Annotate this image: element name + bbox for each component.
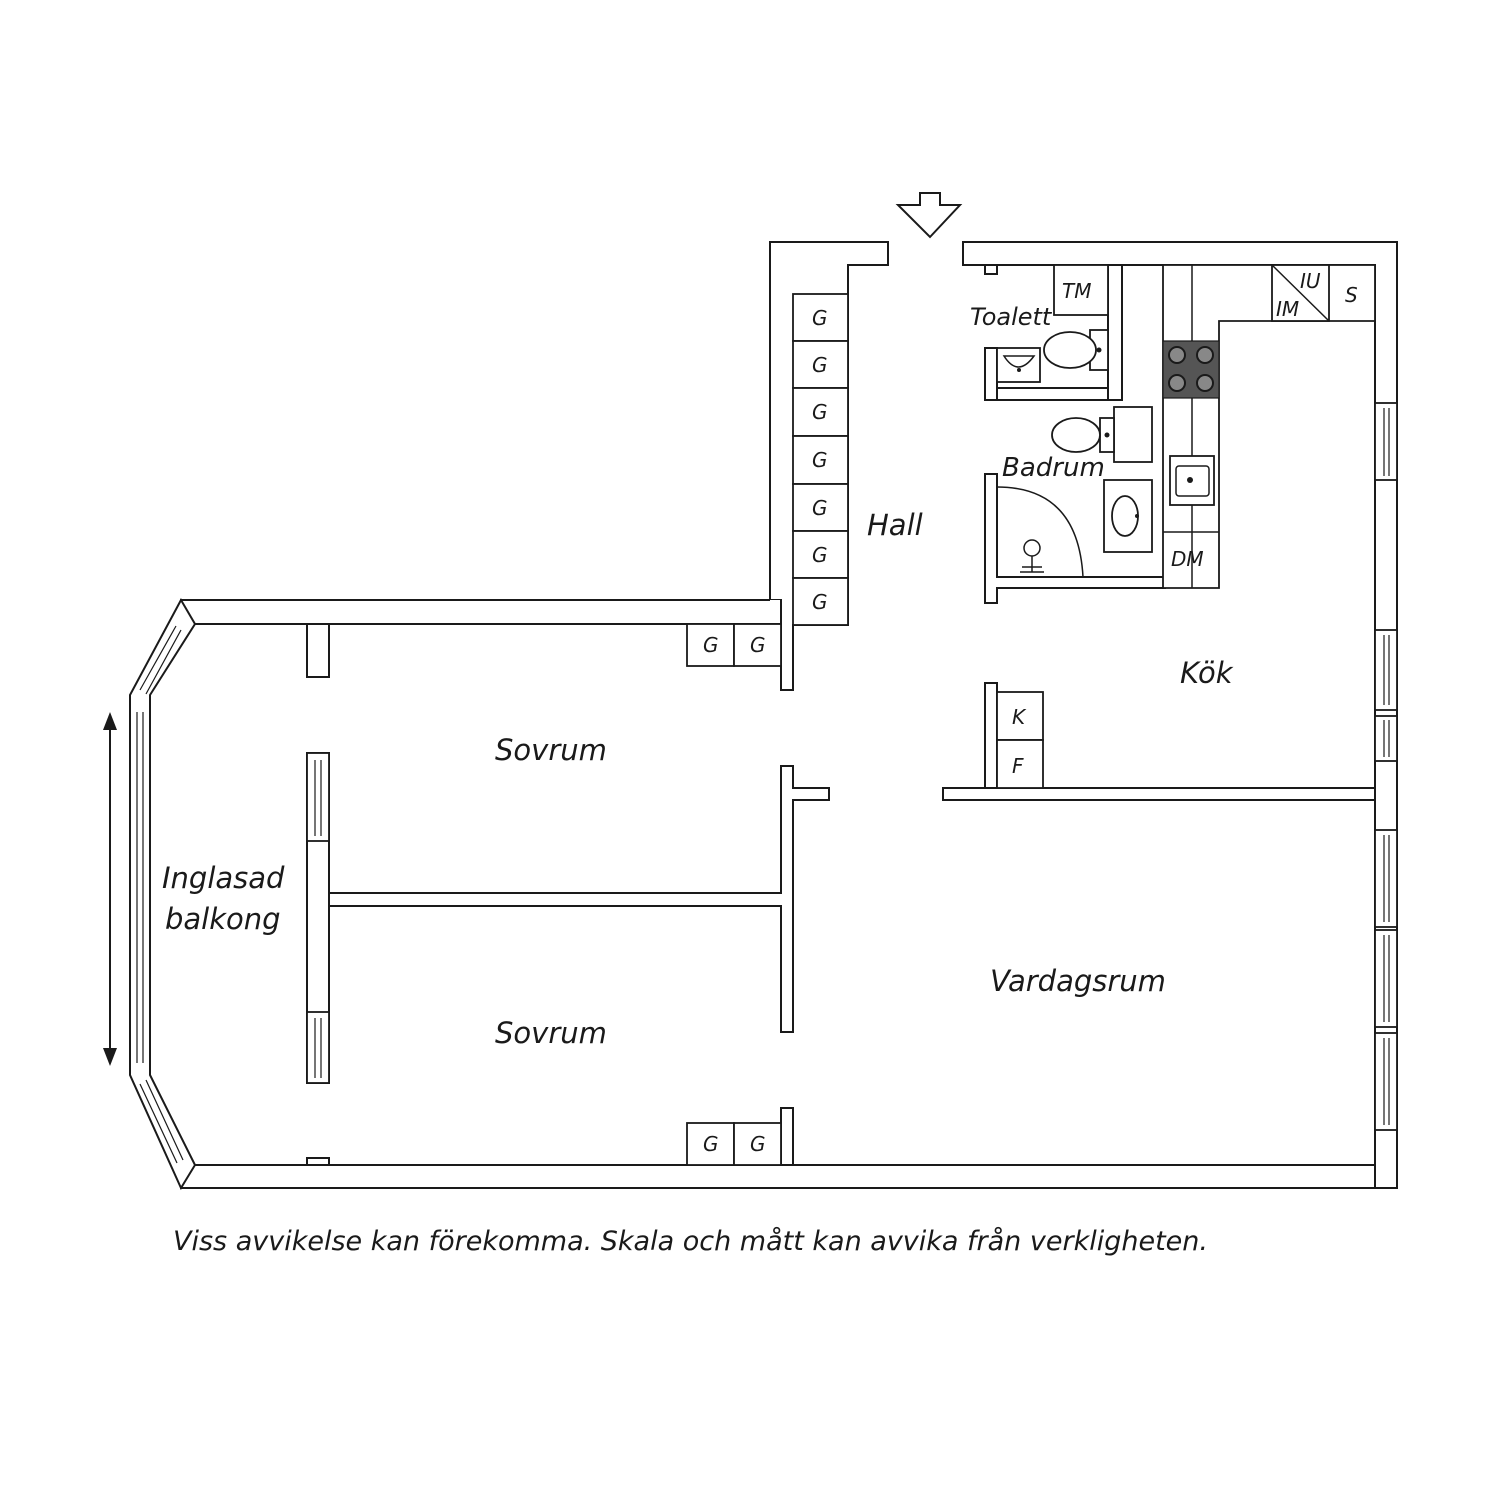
wardrobe-label: G: [703, 633, 719, 657]
wardrobe-label: G: [812, 448, 828, 472]
f-label: F: [1012, 754, 1024, 778]
room-label-balkong-1: Inglasad: [162, 861, 285, 895]
wardrobe-label: G: [812, 543, 828, 567]
bathroom-fixtures: [996, 406, 1153, 578]
room-label-badrum: Badrum: [1002, 453, 1105, 483]
room-label-kok: Kök: [1180, 656, 1234, 690]
s-label: S: [1345, 283, 1358, 307]
wardrobe-label: G: [750, 1132, 766, 1156]
wardrobe-label: G: [812, 400, 828, 424]
tm-label: TM: [1062, 279, 1091, 303]
room-label-hall: Hall: [867, 508, 923, 542]
room-label-sovrum-lower: Sovrum: [495, 1016, 607, 1050]
room-label-balkong-2: balkong: [165, 902, 281, 936]
room-label-toalett: Toalett: [970, 303, 1053, 331]
dimension-arrow-icon: [103, 712, 117, 1066]
room-label-sovrum-upper: Sovrum: [495, 733, 607, 767]
k-label: K: [1012, 705, 1027, 729]
wardrobe-label: G: [812, 353, 828, 377]
disclaimer-note: Viss avvikelse kan förekomma. Skala och …: [173, 1226, 1208, 1257]
iu-label: IU: [1300, 269, 1321, 293]
toilet-fixtures: TM: [996, 264, 1109, 383]
interior-walls: [306, 264, 1376, 1166]
entrance-arrow-icon: [895, 192, 963, 239]
hall-wardrobes: G G G G G G G: [792, 293, 849, 626]
kitchen-counter: IU IM S DM: [1162, 264, 1376, 589]
wardrobe-label: G: [812, 306, 828, 330]
im-label: IM: [1276, 297, 1299, 321]
bedroom-lower-wardrobes: G G: [686, 1122, 782, 1166]
bedroom-upper-wardrobes: G G: [686, 623, 782, 667]
room-label-vardagsrum: Vardagsrum: [990, 964, 1166, 998]
fridge-freezer: K F: [996, 691, 1044, 789]
balcony-windows: [136, 625, 184, 1164]
dm-label: DM: [1171, 547, 1204, 571]
right-windows: [1374, 402, 1398, 1131]
wardrobe-label: G: [812, 590, 828, 614]
wardrobe-label: G: [750, 633, 766, 657]
wardrobe-label: G: [703, 1132, 719, 1156]
wardrobe-label: G: [812, 496, 828, 520]
